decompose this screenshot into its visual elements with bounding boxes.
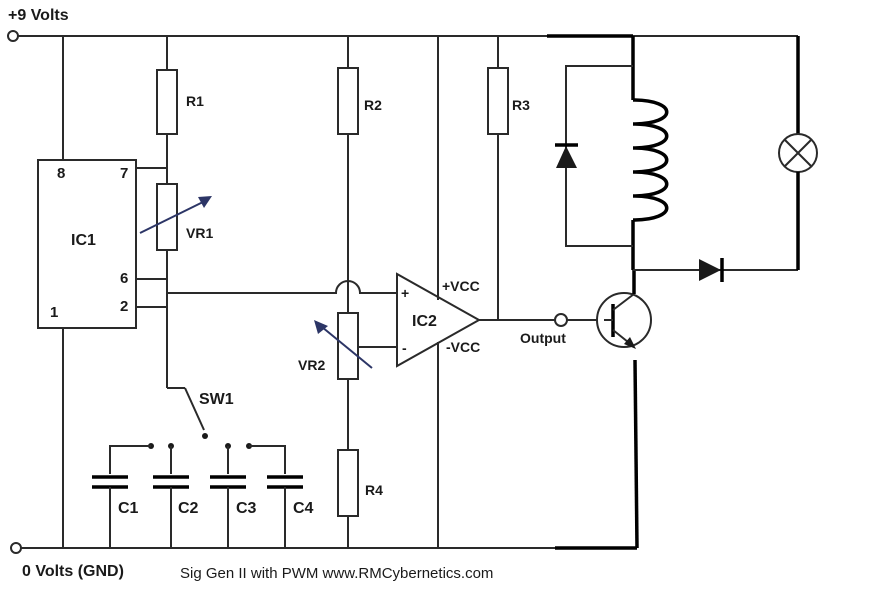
r2-label: R2	[364, 97, 382, 113]
ic1	[37, 36, 167, 548]
c4-label: C4	[293, 500, 314, 517]
c1-label: C1	[118, 500, 139, 517]
ic1-label: IC1	[71, 232, 96, 249]
signal-wire	[167, 280, 398, 294]
ic2-plus: +	[401, 285, 409, 301]
r4-label: R4	[365, 482, 383, 498]
r2-vr2-r4-column	[314, 36, 398, 548]
c3-label: C3	[236, 500, 257, 517]
transistor	[596, 270, 652, 549]
capacitor-c4	[267, 475, 303, 548]
ic2-minus: -	[402, 340, 407, 356]
capacitor-c3	[210, 475, 246, 548]
c2-label: C2	[178, 500, 199, 517]
ic2-vcc-pos: +VCC	[442, 278, 480, 294]
r1-vr1-column	[139, 36, 212, 388]
output-terminal	[554, 313, 568, 327]
capacitor-c2	[153, 475, 189, 548]
sw1-label: SW1	[199, 391, 234, 408]
ic1-pin-2: 2	[120, 298, 128, 315]
sw1-and-caps	[92, 387, 303, 548]
series-diode	[699, 258, 724, 282]
r1-label: R1	[186, 93, 204, 109]
vr1-label: VR1	[186, 225, 213, 241]
relay-coil	[632, 98, 669, 222]
ic1-pin-7: 7	[120, 165, 128, 182]
ic1-pin-8: 8	[57, 165, 65, 182]
ic2-vcc-neg: -VCC	[446, 339, 480, 355]
sw1-common	[202, 433, 208, 439]
flyback-diode	[555, 143, 578, 168]
ground-rail-label: 0 Volts (GND)	[22, 563, 124, 580]
lamp	[778, 133, 818, 173]
vr2-label: VR2	[298, 357, 325, 373]
ic2-label: IC2	[412, 313, 437, 330]
positive-rail-label: +9 Volts	[8, 7, 69, 24]
ic1-pin-6: 6	[120, 270, 128, 287]
credit-text: Sig Gen II with PWM www.RMCybernetics.co…	[180, 565, 493, 582]
output-label: Output	[520, 330, 566, 346]
r3-label: R3	[512, 97, 530, 113]
ground-rail	[10, 542, 637, 554]
ic1-pin-1: 1	[50, 304, 58, 321]
positive-rail	[7, 30, 798, 42]
capacitor-c1	[92, 475, 128, 548]
relay-and-load	[555, 36, 818, 282]
r3-output	[479, 36, 604, 327]
